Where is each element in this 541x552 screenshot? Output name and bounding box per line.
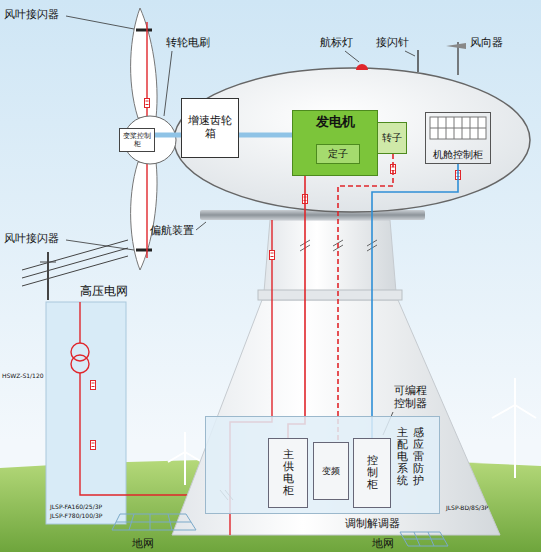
surge-protector: [91, 441, 96, 450]
connector: [239, 133, 292, 138]
ground-net: [404, 539, 444, 540]
part-code: JLSP-BD/8S/3P: [446, 504, 488, 511]
part-label: 风向器: [470, 36, 503, 49]
gearbox-box: 增速齿轮箱: [181, 98, 239, 158]
rotor-box: 转子: [377, 122, 407, 154]
ground-net: [116, 522, 191, 523]
leader-line: [164, 51, 172, 116]
part-label: 可编程控制器: [394, 384, 434, 410]
part-label: 转轮电刷: [166, 36, 210, 49]
down-conductor: [146, 164, 147, 258]
tower-base: [172, 300, 500, 535]
part-label: 风叶接闪器: [4, 232, 59, 245]
lightning-rod: [417, 50, 419, 72]
part-label: 接闪针: [376, 36, 409, 49]
tower-neck: [264, 220, 396, 292]
background-turbine: [184, 452, 186, 485]
part-label: 偏航装置: [150, 224, 194, 237]
power-line: [47, 252, 49, 300]
background-turbine: [514, 378, 516, 405]
node-text: 变桨控制柜: [121, 132, 153, 148]
node-text: 机舱控制柜: [433, 149, 483, 161]
node-text: 感应雷防护: [413, 427, 424, 487]
surge-protector: [91, 381, 96, 390]
yaw-bearing: [200, 210, 425, 220]
control-cabinet: 控制柜: [353, 438, 391, 508]
background-turbine: [168, 452, 185, 462]
cabinet-grid: [430, 117, 486, 139]
background-turbine: [515, 405, 536, 418]
node-text: 发电机: [316, 115, 355, 130]
converter-cabinet: 变频: [313, 442, 349, 500]
part-label: 航标灯: [320, 36, 353, 49]
leader-line: [405, 51, 415, 56]
nacelle: [174, 68, 530, 212]
tower-collar: [258, 290, 402, 300]
blade: [131, 8, 157, 118]
ground-net: [400, 532, 448, 546]
node-text: 主供电柜: [283, 449, 294, 497]
node-text: 控制柜: [367, 455, 378, 491]
background-turbine: [492, 405, 515, 418]
nacelle-control-cabinet: 机舱控制柜: [425, 112, 491, 164]
ground-net: [112, 514, 448, 546]
part-label: 调制解调器: [345, 517, 400, 530]
node-text: 变频: [322, 466, 340, 476]
connector: [155, 133, 181, 138]
surge-protector: [270, 251, 275, 260]
power-line: [22, 240, 128, 300]
wind-vane: [446, 42, 466, 75]
blade-receptor: [136, 249, 152, 252]
power-line: [22, 248, 128, 278]
background-turbine: [514, 405, 516, 478]
leader-line: [66, 240, 134, 250]
part-label: 风叶接闪器: [4, 8, 59, 21]
connector: [372, 164, 458, 438]
surge-protector: [145, 99, 150, 108]
navigation-light: [356, 64, 368, 70]
background-turbine: [184, 432, 186, 452]
cabinet-grid: [430, 128, 486, 129]
power-line: [40, 262, 56, 263]
leader-line: [196, 222, 206, 230]
background-turbine: [185, 452, 202, 462]
pitch-cabinet: 变桨控制柜: [119, 128, 155, 152]
node-text: 定子: [328, 148, 348, 160]
node-text: 增速齿轮箱: [186, 115, 234, 140]
stator-box: 定子: [316, 144, 360, 164]
wind-vane: [446, 43, 466, 49]
blade-receptor: [136, 29, 152, 32]
part-label: 地网: [132, 537, 154, 550]
part-code: JLSP-F780/100/3P: [50, 512, 102, 519]
ground-net: [112, 514, 196, 530]
transformer: [71, 355, 89, 373]
leader-line: [66, 16, 134, 29]
part-code: HSWZ-S1/120: [2, 372, 44, 379]
blade: [131, 162, 157, 270]
connector: [338, 154, 393, 442]
node-text: 转子: [382, 132, 402, 144]
grid-substation: [46, 302, 126, 524]
distribution-enclosure: 主配电系统感应雷防护 主供电柜 变频 控制柜: [205, 416, 440, 514]
leader-line: [345, 51, 359, 62]
connector: [288, 176, 305, 438]
node-text: 主配电系统: [397, 427, 408, 487]
leader-line: [66, 16, 415, 435]
part-label: 高压电网: [80, 284, 128, 298]
generator-box: 发电机定子: [292, 110, 378, 176]
part-code: JLSP-FA160/25/3P: [50, 503, 102, 510]
part-label: 地网: [372, 537, 394, 550]
power-line: [22, 256, 128, 286]
transformer: [79, 302, 80, 343]
main-supply-cabinet: 主供电柜: [268, 438, 308, 508]
cabinet-grid: [430, 117, 486, 139]
